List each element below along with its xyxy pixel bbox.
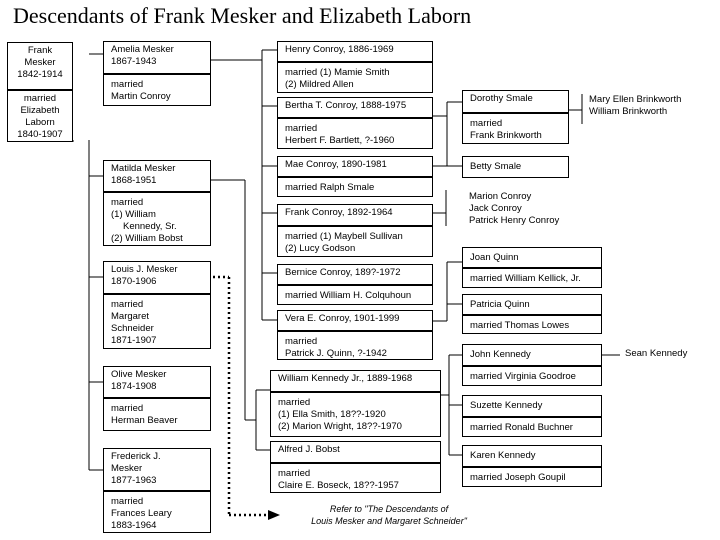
person-box-patricia-quinn: Patricia Quinn married Thomas Lowes (462, 294, 602, 334)
chart-title: Descendants of Frank Mesker and Elizabet… (13, 3, 472, 28)
person-box-vera-conroy: Vera E. Conroy, 1901-1999 married Patric… (277, 310, 433, 360)
reference-note: Refer to "The Descendants of Louis Meske… (311, 504, 467, 526)
person-box-bertha-conroy: Bertha T. Conroy, 1888-1975 married Herb… (277, 97, 433, 149)
brinkworth-children: Mary Ellen Brinkworth William Brinkworth (589, 94, 682, 117)
person-box-louis-mesker: Louis J. Mesker 1870-1906 married Margar… (103, 261, 211, 349)
person-box-dorothy-smale: Dorothy Smale married Frank Brinkworth (462, 90, 569, 144)
person-box-olive-mesker: Olive Mesker 1874-1908 married Herman Be… (103, 366, 211, 431)
person-box-henry-conroy: Henry Conroy, 1886-1969 married (1) Mami… (277, 41, 433, 93)
person-box-amelia-mesker: Amelia Mesker 1867-1943 married Martin C… (103, 41, 211, 106)
person-box-frederick-mesker: Frederick J. Mesker 1877-1963 married Fr… (103, 448, 211, 533)
person-box-mae-conroy: Mae Conroy, 1890-1981 married Ralph Smal… (277, 156, 433, 197)
frank-conroy-children: Marion Conroy Jack Conroy Patrick Henry … (469, 191, 560, 226)
person-box-john-kennedy: John Kennedy married Virginia Goodroe (462, 344, 602, 386)
person-box-betty-smale: Betty Smale (462, 156, 569, 178)
person-box-matilda-mesker: Matilda Mesker 1868-1951 married (1) Wil… (103, 160, 211, 246)
person-box-joan-quinn: Joan Quinn married William Kellick, Jr. (462, 247, 602, 288)
person-box-frank-conroy: Frank Conroy, 1892-1964 married (1) Mayb… (277, 204, 433, 257)
person-box-frank-mesker: Frank Mesker 1842-1914 married Elizabeth… (7, 42, 73, 142)
person-box-suzette-kennedy: Suzette Kennedy married Ronald Buchner (462, 395, 602, 437)
sean-kennedy: Sean Kennedy (625, 348, 688, 359)
person-box-bernice-conroy: Bernice Conroy, 189?-1972 married Willia… (277, 264, 433, 305)
person-box-alfred-bobst: Alfred J. Bobst married Claire E. Boseck… (270, 441, 441, 493)
person-box-william-kennedy-jr: William Kennedy Jr., 1889-1968 married (… (270, 370, 441, 437)
person-box-karen-kennedy: Karen Kennedy married Joseph Goupil (462, 445, 602, 487)
reference-arrow-head (268, 510, 280, 520)
